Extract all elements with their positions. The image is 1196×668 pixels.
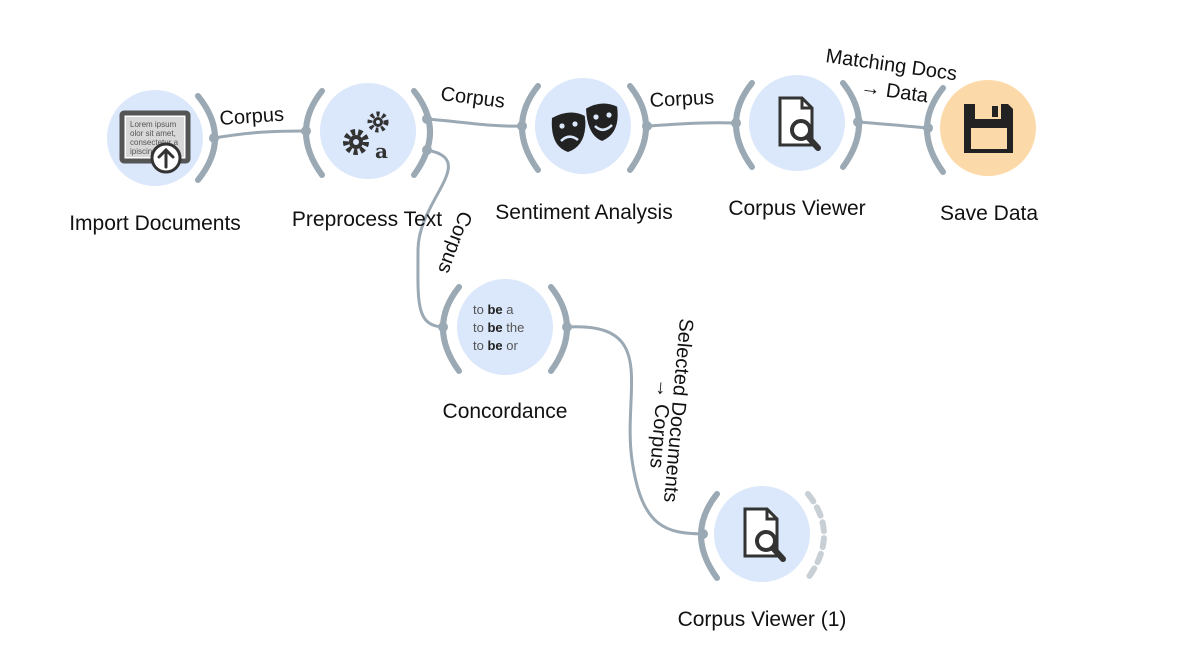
node-corpus-viewer[interactable]: Corpus Viewer [728,75,866,220]
output-channel-arc[interactable] [411,88,433,178]
theater-masks-icon [551,101,620,152]
link-viewer-to-save[interactable] [857,120,929,130]
node-label-corpus-viewer-1: Corpus Viewer (1) [678,608,847,631]
gears-a-icon: a [343,111,389,163]
input-anchor[interactable] [438,322,448,332]
icon-text-line-3: consectetur a [130,138,179,147]
concordance-icon: to be a to be the to be or [473,302,524,353]
node-body[interactable] [320,83,416,179]
link-label-preprocess-to-sentiment: Corpus [439,83,506,113]
input-anchor[interactable] [731,118,741,128]
input-anchor[interactable] [698,529,708,539]
output-anchor-bottom[interactable] [422,145,432,155]
document-magnifier-icon [743,507,786,562]
output-anchor[interactable] [853,117,863,127]
node-label-preprocess-text: Preprocess Text [292,208,442,231]
node-sentiment-analysis[interactable]: Sentiment Analysis [495,78,673,224]
node-label-import-documents: Import Documents [69,212,241,235]
output-anchor[interactable] [562,322,572,332]
svg-text:a: a [375,139,388,163]
link-label-import-to-preprocess: Corpus [219,104,285,130]
link-preprocess-to-concordance[interactable] [416,148,450,329]
icon-text-line-2: olor sit amet, [130,129,176,138]
link-preprocess-to-sentiment[interactable] [426,117,523,128]
output-anchor-top[interactable] [422,114,432,124]
icon-text-line-4: ipiscin [130,147,152,156]
link-label-viewer-to-save-line2: → Data [859,76,930,107]
output-channel-arc-unconnected[interactable] [805,491,827,581]
link-label-sentiment-to-viewer: Corpus [649,87,715,112]
document-magnifier-icon [778,96,821,151]
output-anchor[interactable] [209,133,219,143]
links-layer [213,117,929,536]
node-concordance[interactable]: to be a to be the to be or Concordance [438,279,572,423]
node-label-sentiment-analysis: Sentiment Analysis [495,201,672,224]
link-import-to-preprocess[interactable] [213,129,307,140]
lorem-ipsum-upload-icon: Lorem ipsum olor sit amet, consectetur a… [119,110,191,174]
icon-text-line-1: Lorem ipsum [130,120,177,129]
node-save-data[interactable]: Save Data [923,80,1038,225]
output-anchor[interactable] [642,121,652,131]
node-label-corpus-viewer: Corpus Viewer [728,197,865,220]
node-corpus-viewer-1[interactable]: Corpus Viewer (1) [678,486,847,631]
floppy-disk-icon [964,104,1013,153]
input-anchor[interactable] [923,123,933,133]
node-label-concordance: Concordance [443,400,568,423]
node-import-documents[interactable]: Lorem ipsum olor sit amet, consectetur a… [69,90,241,235]
svg-text:to be the: to be the [473,320,524,335]
link-concordance-to-viewer1[interactable] [566,325,704,536]
input-anchor[interactable] [517,121,527,131]
link-sentiment-to-viewer[interactable] [646,121,737,128]
node-label-save-data: Save Data [940,202,1038,225]
svg-text:to be or: to be or [473,338,518,353]
node-body[interactable] [457,279,553,375]
node-preprocess-text[interactable]: a Preprocess Text [292,83,442,231]
input-anchor[interactable] [301,126,311,136]
svg-text:to be a: to be a [473,302,514,317]
